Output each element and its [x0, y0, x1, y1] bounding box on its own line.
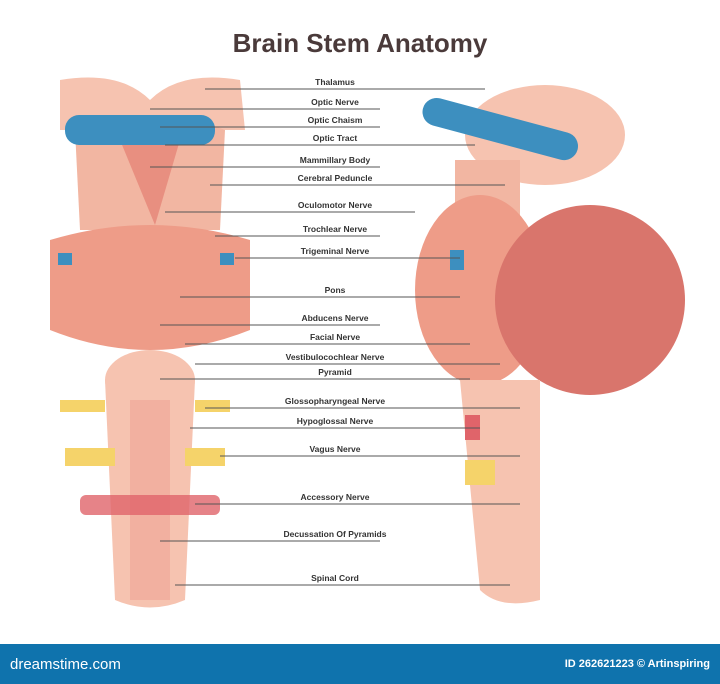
- label-vestibulocochlear-nerve: Vestibulocochlear Nerve: [285, 352, 385, 362]
- cerebellum-shape: [495, 205, 685, 395]
- label-spinal-cord: Spinal Cord: [311, 573, 359, 583]
- label-glossopharyngeal-nerve: Glossopharyngeal Nerve: [284, 396, 386, 406]
- pons-shape: [50, 225, 250, 350]
- leader-lines: [150, 88, 520, 586]
- label-trochlear-nerve: Trochlear Nerve: [302, 224, 368, 234]
- lateral-view: [415, 85, 685, 604]
- label-vagus-nerve: Vagus Nerve: [309, 444, 361, 454]
- anterior-view: [50, 77, 250, 608]
- label-mammillary-body: Mammillary Body: [299, 155, 371, 165]
- label-pyramid: Pyramid: [318, 367, 352, 377]
- label-trigeminal-nerve: Trigeminal Nerve: [300, 246, 370, 256]
- label-optic-nerve: Optic Nerve: [311, 97, 359, 107]
- label-oculomotor-nerve: Oculomotor Nerve: [297, 200, 373, 210]
- label-optic-chaism: Optic Chaism: [307, 115, 363, 125]
- label-hypoglossal-nerve: Hypoglossal Nerve: [296, 416, 374, 426]
- brand-logo[interactable]: dreamstime.com: [10, 656, 121, 673]
- brain-stem-illustration: [50, 77, 685, 608]
- optic-chiasm-shape: [65, 115, 215, 145]
- label-cerebral-peduncle: Cerebral Peduncle: [297, 173, 373, 183]
- label-pons: Pons: [324, 285, 346, 295]
- label-decussation-of-pyramids: Decussation Of Pyramids: [283, 529, 387, 539]
- page-title: Brain Stem Anatomy: [232, 28, 488, 58]
- label-thalamus: Thalamus: [315, 77, 355, 87]
- label-abducens-nerve: Abducens Nerve: [301, 313, 369, 323]
- footer-bar: dreamstime.com ID 262621223 © Artinspiri…: [0, 644, 720, 684]
- label-optic-tract: Optic Tract: [312, 133, 358, 143]
- label-facial-nerve: Facial Nerve: [309, 332, 361, 342]
- label-accessory-nerve: Accessory Nerve: [300, 492, 370, 502]
- image-credit: ID 262621223 © Artinspiring: [564, 658, 710, 670]
